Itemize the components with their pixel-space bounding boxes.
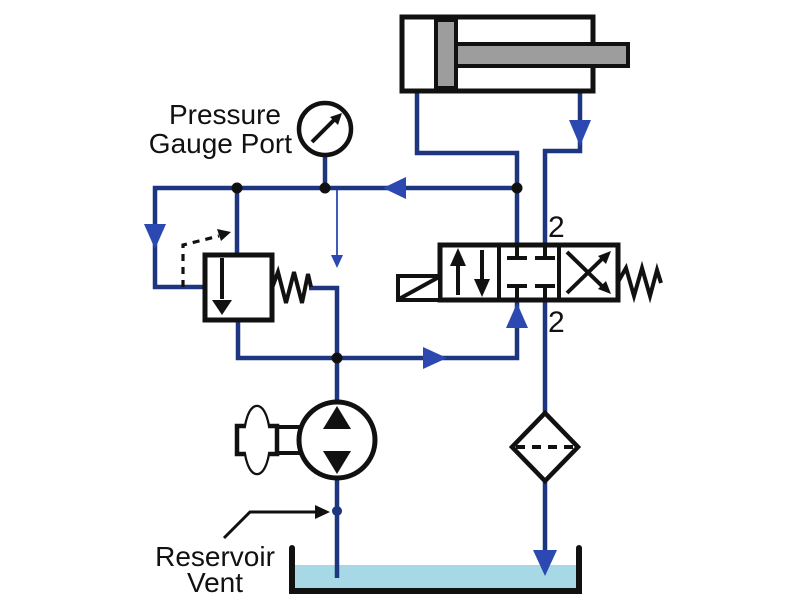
dcv-cross-arrow1-shaft <box>565 256 605 295</box>
vent-label-line2: Vent <box>187 567 243 598</box>
reservoir-wall <box>289 545 582 594</box>
arrow-left-main-header-icon <box>383 177 406 199</box>
text-labels: Pressure Gauge Port Reservoir Vent 2 2 <box>149 99 565 598</box>
vent-leader-line <box>222 510 318 540</box>
dcv-cross-arrow2-icon <box>598 281 611 294</box>
hydraulic-cylinder <box>399 14 630 94</box>
pipe-cylinder-cap-to-valve <box>414 91 520 243</box>
gauge-needle-icon <box>310 118 336 144</box>
arrow-down-into-tank-icon <box>533 550 557 576</box>
junction-valve-line <box>511 182 523 194</box>
dcv-cross-arrow1-icon <box>598 251 611 264</box>
cylinder-rod <box>454 42 630 68</box>
directional-control-valve <box>396 242 663 304</box>
dcv-body <box>437 242 621 303</box>
arrow-down-left-branch-icon <box>144 224 166 249</box>
vent-label-line1: Reservoir <box>155 541 275 572</box>
arrow-right-supply-icon <box>423 347 447 369</box>
pump-triangle-up-icon <box>323 406 351 429</box>
dcv-left-up-arrow-icon <box>450 248 466 266</box>
cylinder-piston <box>434 18 458 90</box>
pipe-relief-spring-drain <box>309 285 340 360</box>
dcv-solenoid-diagonal <box>398 275 440 301</box>
pump-group <box>234 399 378 481</box>
pipes <box>152 91 583 578</box>
filter-diamond <box>508 409 582 485</box>
gauge-label-line1: Pressure <box>169 99 281 130</box>
prime-mover-union-mask <box>245 407 269 473</box>
junction-relief <box>231 182 243 194</box>
dcv-spring-icon <box>616 260 663 304</box>
junction-dots <box>231 182 523 516</box>
gauge-needle-tip-icon <box>330 113 342 125</box>
pressure-gauge <box>296 100 354 158</box>
relief-pilot-dashed-line <box>181 234 220 287</box>
pump-circle <box>296 399 378 481</box>
arrow-down-into-rod-line-icon <box>569 120 591 146</box>
reservoir-tank <box>289 545 582 594</box>
callouts <box>222 505 330 540</box>
dcv-center-blocked-ports <box>507 246 555 298</box>
vent-leader-arrow-icon <box>315 505 330 519</box>
relief-valve-body <box>202 252 275 323</box>
relief-spring-icon <box>270 265 313 304</box>
dcv-cross-arrow2-shaft <box>565 250 605 289</box>
arrow-up-into-valve-icon <box>506 303 528 328</box>
filter-strainer <box>508 409 582 485</box>
dcv-left-down-arrow-icon <box>474 279 490 297</box>
pipe-pressure-supply <box>235 301 520 361</box>
valve-port-label-bottom: 2 <box>548 306 565 339</box>
reservoir-vent-port-dot <box>332 506 342 516</box>
pump-triangle-down-icon <box>323 451 351 474</box>
arrow-vent-sense-icon <box>331 255 343 268</box>
relief-pilot-arrow-icon <box>217 229 231 241</box>
relief-flow-arrow-icon <box>212 300 232 315</box>
junction-gauge <box>319 182 331 194</box>
reservoir-fluid <box>295 565 577 591</box>
gauge-label-line2: Gauge Port <box>149 128 292 159</box>
junction-pump-outlet <box>331 352 343 364</box>
relief-valve <box>181 229 313 323</box>
valve-port-label-top: 2 <box>548 211 565 244</box>
flow-arrows <box>144 120 591 576</box>
